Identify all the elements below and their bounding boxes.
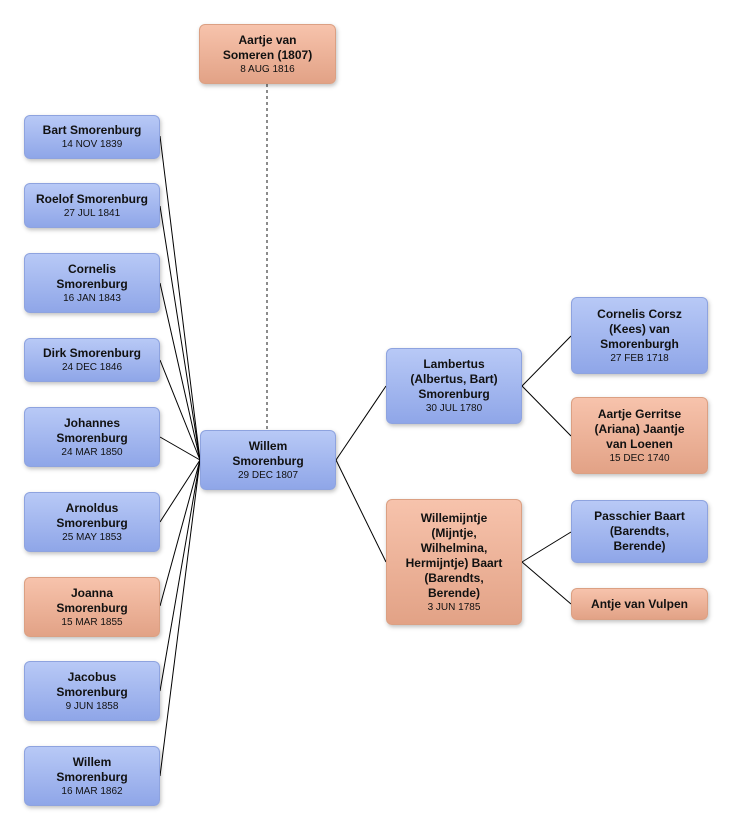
person-date: 24 MAR 1850 — [61, 446, 123, 458]
person-name: Willem Smorenburg — [56, 754, 128, 784]
person-date: 29 DEC 1807 — [237, 469, 299, 481]
person-child[interactable]: Jacobus Smorenburg 9 JUN 1858 — [24, 661, 160, 721]
person-name: Joanna Smorenburg — [56, 585, 128, 615]
person-name: Jacobus Smorenburg — [56, 669, 128, 699]
child-link — [159, 436, 201, 461]
person-name: Aartje Gerritse (Ariana) Jaantje van Loe… — [594, 406, 685, 451]
person-name: Willemijntje (Mijntje, Wilhelmina, Hermi… — [405, 510, 503, 600]
child-link — [159, 459, 201, 607]
person-maternal-grandfather[interactable]: Passchier Baart (Barendts, Berende) — [571, 500, 708, 563]
person-date: 9 JUN 1858 — [65, 700, 119, 712]
person-name: Willem Smorenburg — [232, 438, 304, 468]
person-name: Antje van Vulpen — [591, 596, 688, 611]
child-link — [159, 135, 201, 461]
person-child[interactable]: Bart Smorenburg 14 NOV 1839 — [24, 115, 160, 159]
person-date: 25 MAY 1853 — [62, 531, 122, 543]
person-child[interactable]: Roelof Smorenburg 27 JUL 1841 — [24, 183, 160, 228]
person-date: 3 JUN 1785 — [427, 601, 481, 613]
child-link — [159, 459, 201, 692]
person-root[interactable]: Willem Smorenburg 29 DEC 1807 — [200, 430, 336, 490]
person-date: 8 AUG 1816 — [240, 63, 295, 75]
parent-link — [521, 385, 572, 437]
person-paternal-grandmother[interactable]: Aartje Gerritse (Ariana) Jaantje van Loe… — [571, 397, 708, 474]
person-date: 16 JAN 1843 — [63, 292, 121, 304]
person-name: Passchier Baart (Barendts, Berende) — [594, 509, 685, 553]
child-link — [159, 459, 201, 523]
person-name: Cornelis Smorenburg — [56, 261, 128, 291]
person-child[interactable]: Willem Smorenburg 16 MAR 1862 — [24, 746, 160, 806]
person-name: Aartje van Someren (1807) — [222, 32, 313, 62]
person-child[interactable]: Joanna Smorenburg 15 MAR 1855 — [24, 577, 160, 637]
person-name: Roelof Smorenburg — [35, 191, 148, 206]
person-child[interactable]: Dirk Smorenburg 24 DEC 1846 — [24, 338, 160, 382]
person-child[interactable]: Johannes Smorenburg 24 MAR 1850 — [24, 407, 160, 467]
person-father[interactable]: Lambertus (Albertus, Bart) Smorenburg 30… — [386, 348, 522, 424]
child-link — [159, 282, 201, 461]
person-name: Johannes Smorenburg — [56, 415, 128, 445]
child-link — [159, 459, 201, 777]
person-date: 16 MAR 1862 — [61, 785, 123, 797]
person-date: 30 JUL 1780 — [425, 403, 483, 414]
person-name: Lambertus (Albertus, Bart) Smorenburg — [410, 357, 498, 401]
person-date: 14 NOV 1839 — [61, 139, 123, 150]
person-spouse[interactable]: Aartje van Someren (1807) 8 AUG 1816 — [199, 24, 336, 84]
person-date: 27 JUL 1841 — [63, 207, 121, 219]
person-child[interactable]: Cornelis Smorenburg 16 JAN 1843 — [24, 253, 160, 313]
parent-link — [335, 385, 387, 461]
person-paternal-grandfather[interactable]: Cornelis Corsz (Kees) van Smorenburgh 27… — [571, 297, 708, 374]
person-date: 15 MAR 1855 — [61, 616, 123, 628]
parent-link — [521, 335, 572, 387]
person-name: Dirk Smorenburg — [42, 346, 141, 360]
person-date: 27 FEB 1718 — [610, 352, 669, 364]
parent-link — [521, 561, 572, 605]
parent-link — [335, 459, 387, 563]
person-name: Bart Smorenburg — [42, 123, 142, 137]
person-maternal-grandmother[interactable]: Antje van Vulpen — [571, 588, 708, 620]
child-link — [159, 359, 201, 461]
person-name: Cornelis Corsz (Kees) van Smorenburgh — [597, 306, 682, 351]
person-date: 15 DEC 1740 — [609, 452, 670, 464]
person-mother[interactable]: Willemijntje (Mijntje, Wilhelmina, Hermi… — [386, 499, 522, 625]
parent-link — [521, 531, 572, 563]
child-link — [159, 205, 201, 461]
person-date: 24 DEC 1846 — [61, 362, 123, 373]
person-name: Arnoldus Smorenburg — [56, 500, 128, 530]
person-child[interactable]: Arnoldus Smorenburg 25 MAY 1853 — [24, 492, 160, 552]
